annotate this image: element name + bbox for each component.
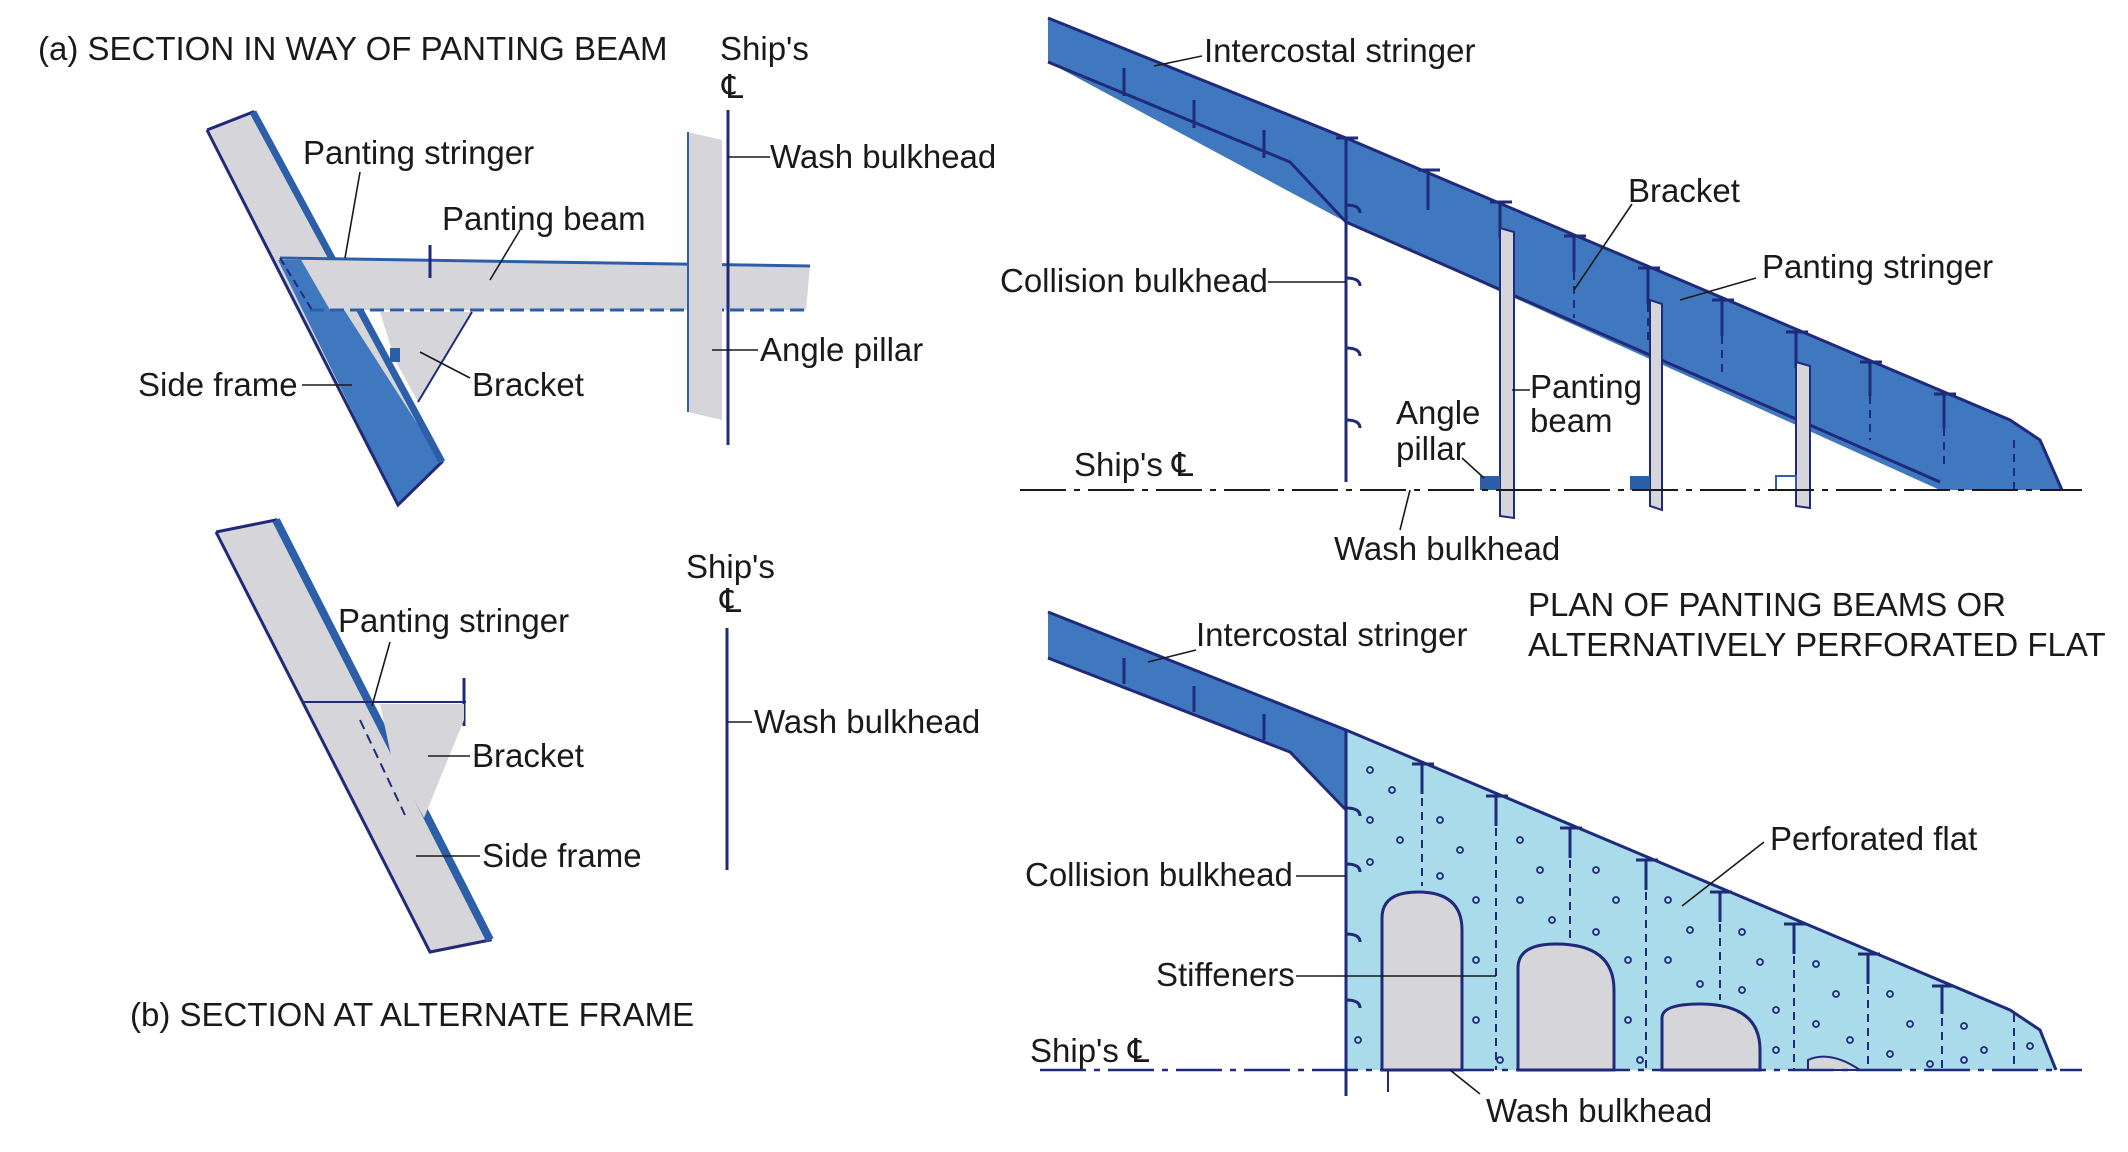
leader-bracket-upper <box>1573 203 1633 291</box>
label-collision-bulkhead-lower: Collision bulkhead <box>1025 856 1293 893</box>
label-perforated-flat: Perforated flat <box>1770 820 1977 857</box>
shell-frames-upper <box>1122 68 1956 482</box>
label-angle-pillar-upper-1: Angle <box>1396 394 1480 431</box>
angle-pillar-upper-3 <box>1775 475 1797 491</box>
lower-inner-line <box>1047 656 1348 812</box>
section-a: (a) SECTION IN WAY OF PANTING BEAM Ship'… <box>38 30 996 508</box>
label-wash-bulkhead-a: Wash bulkhead <box>770 138 996 175</box>
label-wash-bulkhead-upper: Wash bulkhead <box>1334 530 1560 567</box>
label-panting-stringer-b: Panting stringer <box>338 602 569 639</box>
bracket-edge <box>417 311 473 403</box>
section-a-title: (a) SECTION IN WAY OF PANTING BEAM <box>38 30 668 67</box>
side-frame-b-edge <box>272 518 494 942</box>
label-collision-bulkhead-upper: Collision bulkhead <box>1000 262 1268 299</box>
label-side-frame-b: Side frame <box>482 837 642 874</box>
label-panting-stringer-a: Panting stringer <box>303 134 534 171</box>
leader-bracket-a <box>419 351 471 379</box>
label-bracket-upper: Bracket <box>1628 172 1740 209</box>
leader-wash-bulkhead-upper <box>1399 489 1411 531</box>
section-b-title: (b) SECTION AT ALTERNATE FRAME <box>130 996 694 1033</box>
panting-stringer-dashed <box>279 257 313 311</box>
label-intercostal-stringer-upper: Intercostal stringer <box>1204 32 1475 69</box>
section-a-ships-cl-label: Ship's <box>720 30 809 67</box>
leader-angle-pillar-upper <box>1461 457 1485 479</box>
collision-bulkhead-knuckle <box>1290 138 1346 222</box>
angle-pillar <box>688 132 722 420</box>
label-bracket-b: Bracket <box>472 737 584 774</box>
panting-beam <box>300 258 810 310</box>
label-wash-bulkhead-lower: Wash bulkhead <box>1486 1092 1712 1129</box>
panting-stringer-upper <box>1320 138 2062 490</box>
bracket-b-dashed <box>359 719 406 816</box>
angle-pillar-upper-2 <box>1630 476 1650 490</box>
label-panting-stringer-upper: Panting stringer <box>1762 248 1993 285</box>
opening-1 <box>1380 890 1464 1072</box>
leader-perforated-flat <box>1681 841 1765 907</box>
panting-beam-upper-3 <box>1795 360 1811 510</box>
label-ships-cl-upper: Ship's ℄ <box>1074 446 1193 483</box>
label-angle-pillar-a: Angle pillar <box>760 331 923 368</box>
upper-shell-line <box>1047 16 2064 491</box>
label-angle-pillar-upper-2: pillar <box>1396 430 1466 467</box>
label-side-frame-a: Side frame <box>138 366 298 403</box>
side-frame <box>278 260 442 505</box>
lower-shell-line <box>1047 610 2058 1071</box>
plan-lower: Intercostal stringer Perforated flat Col… <box>1025 610 2082 1129</box>
section-b-centreline-symbol: ℄ <box>719 582 741 619</box>
side-frame-b-plate <box>216 520 490 952</box>
perforations <box>1354 766 2034 1068</box>
leader-panting-beam-a <box>489 229 521 281</box>
plan-title-line-1: PLAN OF PANTING BEAMS OR <box>1528 586 2006 623</box>
plan-upper: Intercostal stringer Bracket Panting str… <box>1000 16 2082 567</box>
section-b: Ship's ℄ Panting stringer Bracket Side f… <box>130 518 980 1033</box>
label-stiffeners: Stiffeners <box>1156 956 1295 993</box>
upper-inner-line <box>1047 60 1941 484</box>
shell-frames-lower <box>1122 658 1954 1014</box>
label-bracket-a: Bracket <box>472 366 584 403</box>
label-wash-bulkhead-b: Wash bulkhead <box>754 703 980 740</box>
plan-title: PLAN OF PANTING BEAMS OR ALTERNATIVELY P… <box>1528 586 2106 663</box>
label-ships-cl-lower: Ship's ℄ <box>1030 1032 1149 1069</box>
angle-pillar-upper-1 <box>1480 476 1500 490</box>
label-panting-beam-upper-2: beam <box>1530 402 1613 439</box>
label-intercostal-stringer-lower: Intercostal stringer <box>1196 616 1467 653</box>
leader-panting-stringer-b <box>371 641 391 707</box>
section-a-centreline-symbol: ℄ <box>721 68 743 105</box>
bracket-b <box>380 704 464 818</box>
panting-beam-upper-1 <box>1499 226 1515 520</box>
leader-intercostal-upper <box>1153 55 1203 67</box>
panting-beam-upper-2 <box>1649 298 1663 512</box>
leader-intercostal-lower <box>1147 649 1197 663</box>
label-panting-beam-a: Panting beam <box>442 200 646 237</box>
bracket-clip <box>390 348 400 362</box>
opening-3 <box>1660 1002 1762 1072</box>
leader-panting-stringer-a <box>344 171 361 259</box>
section-b-ships-cl-label: Ship's <box>686 548 775 585</box>
bracket <box>380 312 472 402</box>
label-panting-beam-upper-1: Panting <box>1530 368 1642 405</box>
opening-2 <box>1516 942 1616 1072</box>
leader-wash-bulkhead-lower <box>1449 1069 1481 1095</box>
plan-title-line-2: ALTERNATIVELY PERFORATED FLAT <box>1528 626 2106 663</box>
leader-panting-stringer-upper <box>1679 277 1757 301</box>
